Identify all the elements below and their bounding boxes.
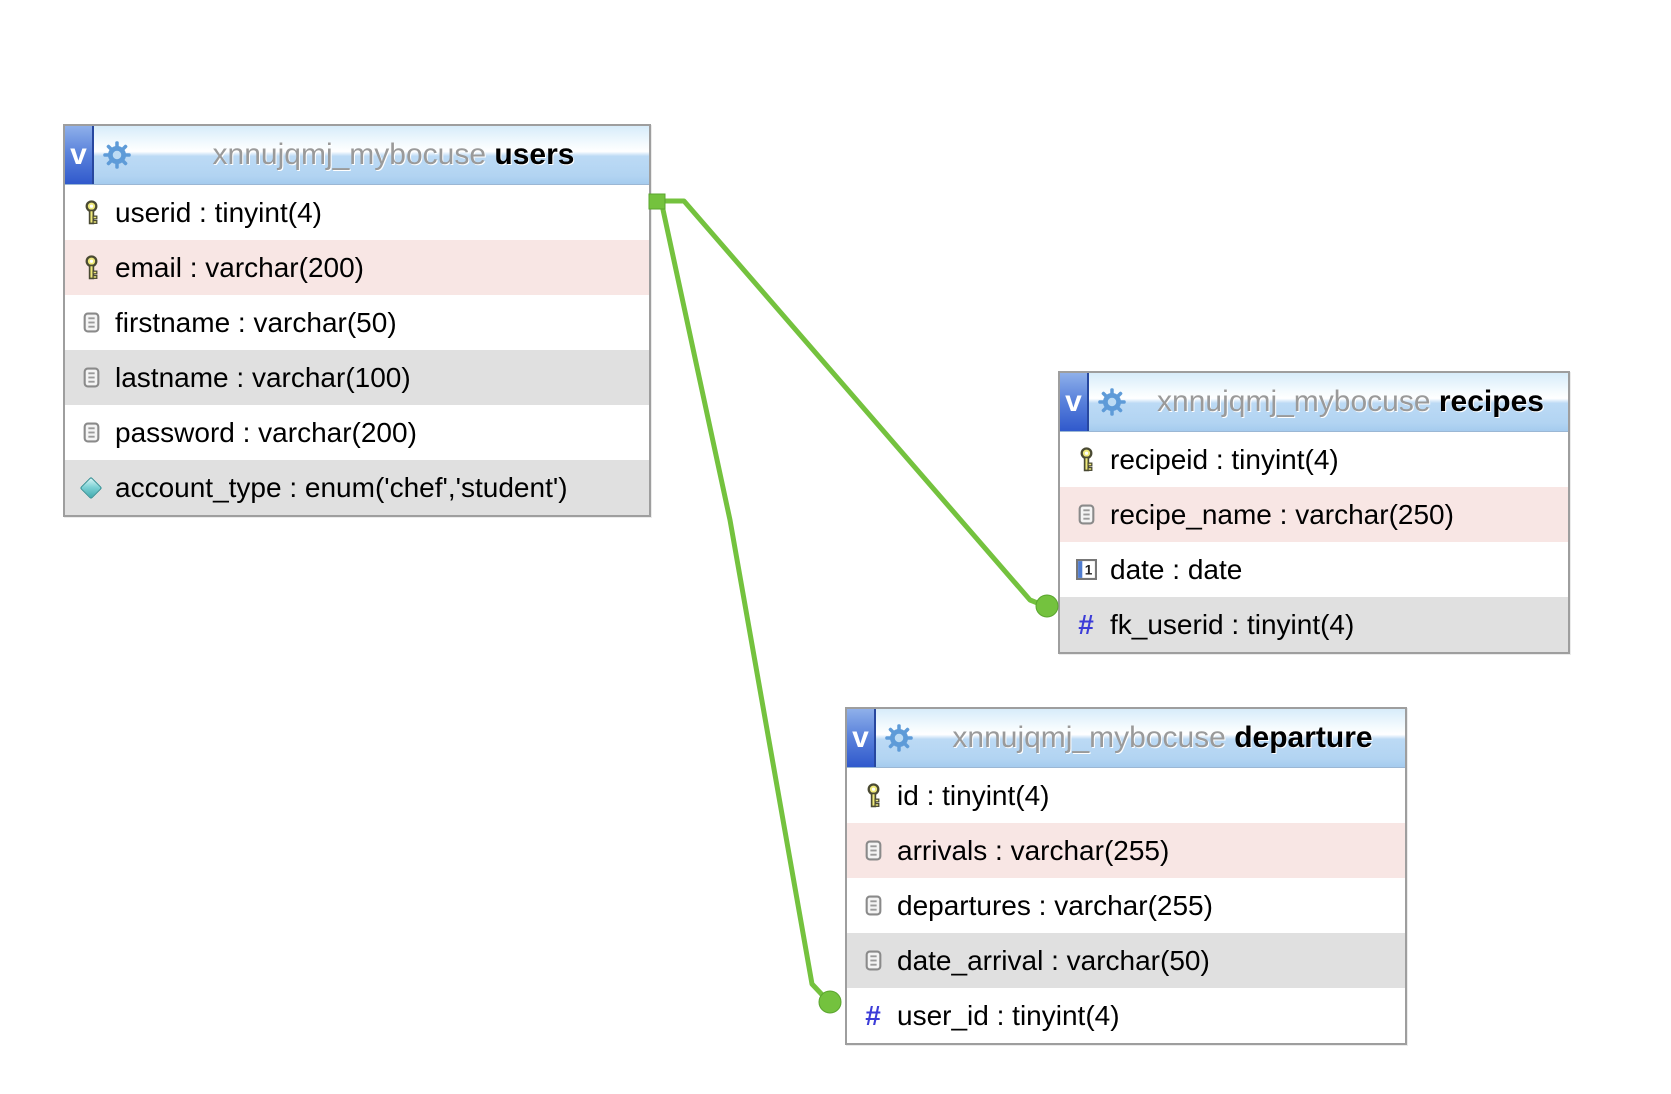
- view-badge: v: [847, 709, 876, 767]
- table-name: recipes: [1438, 385, 1544, 418]
- table-departure[interactable]: v xnnujqmj_mybocuse departure id : tinyi…: [845, 707, 1407, 1045]
- column-label: account_type : enum('chef','student'): [115, 471, 568, 503]
- column-row-user-id[interactable]: # user_id : tinyint(4): [847, 988, 1405, 1043]
- column-icon: [77, 422, 105, 443]
- column-label: fk_userid : tinyint(4): [1110, 608, 1355, 640]
- table-users[interactable]: v xnnujqmj_mybocuse users userid : tinyi…: [63, 124, 651, 517]
- column-row-arrivals[interactable]: arrivals : varchar(255): [847, 823, 1405, 878]
- foreign-key-hash-icon: #: [1078, 608, 1094, 640]
- table-recipes[interactable]: v xnnujqmj_mybocuse recipes recipeid : t…: [1058, 371, 1570, 654]
- schema-name: xnnujqmj_mybocuse: [952, 721, 1226, 754]
- view-badge: v: [65, 126, 94, 184]
- relation-endpoint-recipes[interactable]: [1035, 594, 1059, 618]
- column-row-recipe-name[interactable]: recipe_name : varchar(250): [1060, 487, 1568, 542]
- schema-name: xnnujqmj_mybocuse: [1157, 385, 1431, 418]
- table-title: xnnujqmj_mybocuse recipes: [1133, 385, 1568, 419]
- svg-text:1: 1: [1084, 563, 1092, 578]
- table-name: users: [494, 138, 575, 171]
- schema-name: xnnujqmj_mybocuse: [212, 138, 487, 171]
- table-departure-header[interactable]: v xnnujqmj_mybocuse departure: [847, 709, 1405, 768]
- column-label: lastname : varchar(100): [115, 361, 411, 393]
- column-label: date_arrival : varchar(50): [897, 944, 1210, 976]
- column-label: departures : varchar(255): [897, 889, 1213, 921]
- column-row-password[interactable]: password : varchar(200): [65, 405, 649, 460]
- column-label: email : varchar(200): [115, 251, 364, 283]
- relation-line-users-recipes: [662, 198, 1048, 609]
- column-icon: [77, 312, 105, 333]
- primary-key-icon: [77, 200, 105, 225]
- column-row-id[interactable]: id : tinyint(4): [847, 768, 1405, 823]
- table-title: xnnujqmj_mybocuse departure: [920, 721, 1405, 755]
- enum-diamond-icon: [77, 476, 105, 499]
- relation-endpoint-departure[interactable]: [818, 990, 842, 1014]
- column-row-account-type[interactable]: account_type : enum('chef','student'): [65, 460, 649, 515]
- column-row-userid[interactable]: userid : tinyint(4): [65, 185, 649, 240]
- column-row-date[interactable]: 1 date : date: [1060, 542, 1568, 597]
- table-recipes-header[interactable]: v xnnujqmj_mybocuse recipes: [1060, 373, 1568, 432]
- column-label: arrivals : varchar(255): [897, 834, 1170, 866]
- column-row-departures[interactable]: departures : varchar(255): [847, 878, 1405, 933]
- column-row-email[interactable]: email : varchar(200): [65, 240, 649, 295]
- column-row-date-arrival[interactable]: date_arrival : varchar(50): [847, 933, 1405, 988]
- column-row-fk-userid[interactable]: # fk_userid : tinyint(4): [1060, 597, 1568, 652]
- gear-icon[interactable]: [102, 140, 132, 170]
- column-icon: [1072, 504, 1100, 525]
- table-name: departure: [1234, 721, 1373, 754]
- column-icon: [859, 840, 887, 861]
- column-row-recipeid[interactable]: recipeid : tinyint(4): [1060, 432, 1568, 487]
- column-label: firstname : varchar(50): [115, 306, 397, 338]
- foreign-key-hash-icon: #: [865, 999, 881, 1031]
- relation-line-users-departure: [659, 202, 831, 1004]
- relation-anchor-users[interactable]: [648, 193, 666, 210]
- column-label: date : date: [1110, 553, 1243, 585]
- column-label: user_id : tinyint(4): [897, 999, 1120, 1031]
- table-users-header[interactable]: v xnnujqmj_mybocuse users: [65, 126, 649, 185]
- column-label: id : tinyint(4): [897, 779, 1050, 811]
- column-icon: [859, 950, 887, 971]
- column-label: recipe_name : varchar(250): [1110, 498, 1454, 530]
- table-title: xnnujqmj_mybocuse users: [138, 138, 649, 172]
- view-badge: v: [1060, 373, 1089, 431]
- gear-icon[interactable]: [884, 723, 914, 753]
- calendar-icon: 1: [1072, 559, 1100, 580]
- column-label: password : varchar(200): [115, 416, 417, 448]
- primary-key-icon: [77, 255, 105, 280]
- column-row-lastname[interactable]: lastname : varchar(100): [65, 350, 649, 405]
- column-icon: [77, 367, 105, 388]
- column-label: recipeid : tinyint(4): [1110, 443, 1339, 475]
- gear-icon[interactable]: [1097, 387, 1127, 417]
- primary-key-icon: [859, 783, 887, 808]
- column-label: userid : tinyint(4): [115, 196, 322, 228]
- column-row-firstname[interactable]: firstname : varchar(50): [65, 295, 649, 350]
- column-icon: [859, 895, 887, 916]
- primary-key-icon: [1072, 447, 1100, 472]
